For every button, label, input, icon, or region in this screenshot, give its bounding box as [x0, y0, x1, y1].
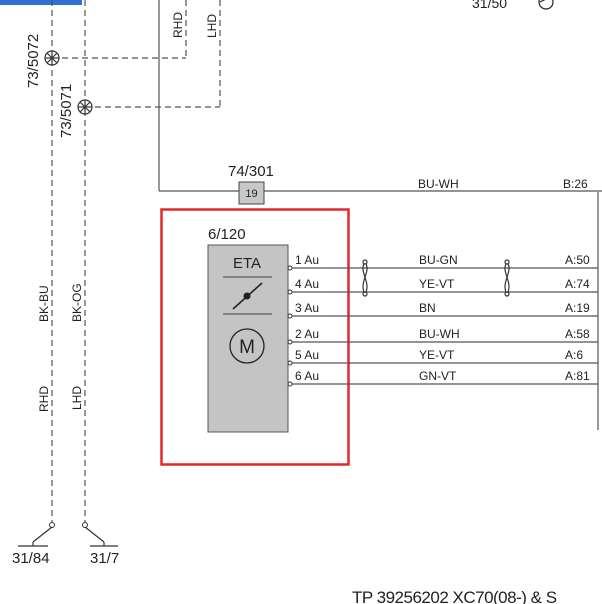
wire-a-label: BK-BU: [37, 285, 51, 322]
pin-terminal-icon: [287, 381, 293, 387]
pin-terminal-icon: [287, 265, 293, 271]
pin-label: 2 Au: [295, 327, 319, 341]
pin-dest-label: A:58: [565, 327, 590, 341]
pin-label: 1 Au: [295, 253, 319, 267]
connector-pin-box: [238, 181, 265, 205]
footer-text: TP 39256202 XC70(08-) & S: [352, 588, 557, 604]
variant-a-label: RHD: [37, 386, 51, 412]
connector-label: 74/301: [228, 163, 274, 180]
pin-dest-label: A:50: [565, 253, 590, 267]
pin-row: 6 Au GN-VT A:81: [287, 369, 598, 387]
ground-switch-b-icon: [82, 522, 118, 547]
ground-a-label: 31/84: [12, 550, 50, 567]
pin-row: 2 Au BU-WH A:58: [287, 327, 598, 345]
module-name-label: ETA: [233, 255, 261, 272]
module-id-label: 6/120: [208, 226, 246, 243]
top-lhd-label: LHD: [205, 14, 219, 38]
pin-terminal-icon: [287, 313, 293, 319]
pin-wire-label: BU-GN: [419, 253, 458, 267]
pin-dest-label: A:6: [565, 348, 583, 362]
connector-wire-label: BU-WH: [418, 177, 459, 191]
motor-symbol-label: M: [239, 337, 255, 358]
pin-wire-label: BU-WH: [419, 327, 460, 341]
pin-terminal-icon: [287, 339, 293, 345]
twisted-pair-left-icon: [362, 259, 368, 297]
pin-label: 3 Au: [295, 301, 319, 315]
pin-row: 1 Au BU-GN A:50: [287, 253, 598, 271]
pin-row: 3 Au BN A:19: [287, 301, 598, 319]
highlight-box: [160, 208, 350, 466]
pin-terminal-icon: [287, 360, 293, 366]
module-body: [207, 244, 289, 433]
connector-dest-label: B:26: [563, 177, 588, 191]
pin-terminal-icon: [287, 289, 293, 295]
twisted-pair-right-icon: [504, 259, 510, 297]
top-rhd-label: RHD: [171, 12, 185, 38]
throttle-valve-icon: [232, 282, 263, 310]
pin-label: 6 Au: [295, 369, 319, 383]
ground-switch-a-icon: [18, 522, 55, 547]
pin-wire-label: YE-VT: [419, 348, 455, 362]
pin-wire-label: YE-VT: [419, 277, 455, 291]
pin-dest-label: A:81: [565, 369, 590, 383]
header-line: [539, 0, 546, 3]
motor-icon: [229, 328, 265, 364]
header-circle-icon: [538, 0, 554, 10]
ground-point-a-icon: [44, 50, 60, 66]
header-fragment: 31/50: [472, 0, 507, 11]
connector-pin-label: 19: [245, 188, 257, 200]
pin-label: 5 Au: [295, 348, 319, 362]
variant-b-label: LHD: [70, 386, 84, 410]
component-b-label: 73/5071: [58, 84, 75, 138]
pin-dest-label: A:19: [565, 301, 590, 315]
ground-b-label: 31/7: [90, 550, 119, 567]
pin-rows: 1 Au BU-GN A:50 4 Au YE-VT A:74 3 Au BN A:19 2 Au…: [287, 253, 598, 387]
component-a-label: 73/5072: [25, 34, 42, 88]
wire-b-label: BK-OG: [70, 283, 84, 322]
top-accent-bar: [0, 0, 82, 5]
pin-wire-label: GN-VT: [419, 369, 457, 383]
pin-dest-label: A:74: [565, 277, 590, 291]
pin-row: 5 Au YE-VT A:6: [287, 348, 598, 366]
pin-label: 4 Au: [295, 277, 319, 291]
pin-wire-label: BN: [419, 301, 436, 315]
ground-point-b-icon: [77, 99, 93, 115]
pin-row: 4 Au YE-VT A:74: [287, 277, 598, 295]
